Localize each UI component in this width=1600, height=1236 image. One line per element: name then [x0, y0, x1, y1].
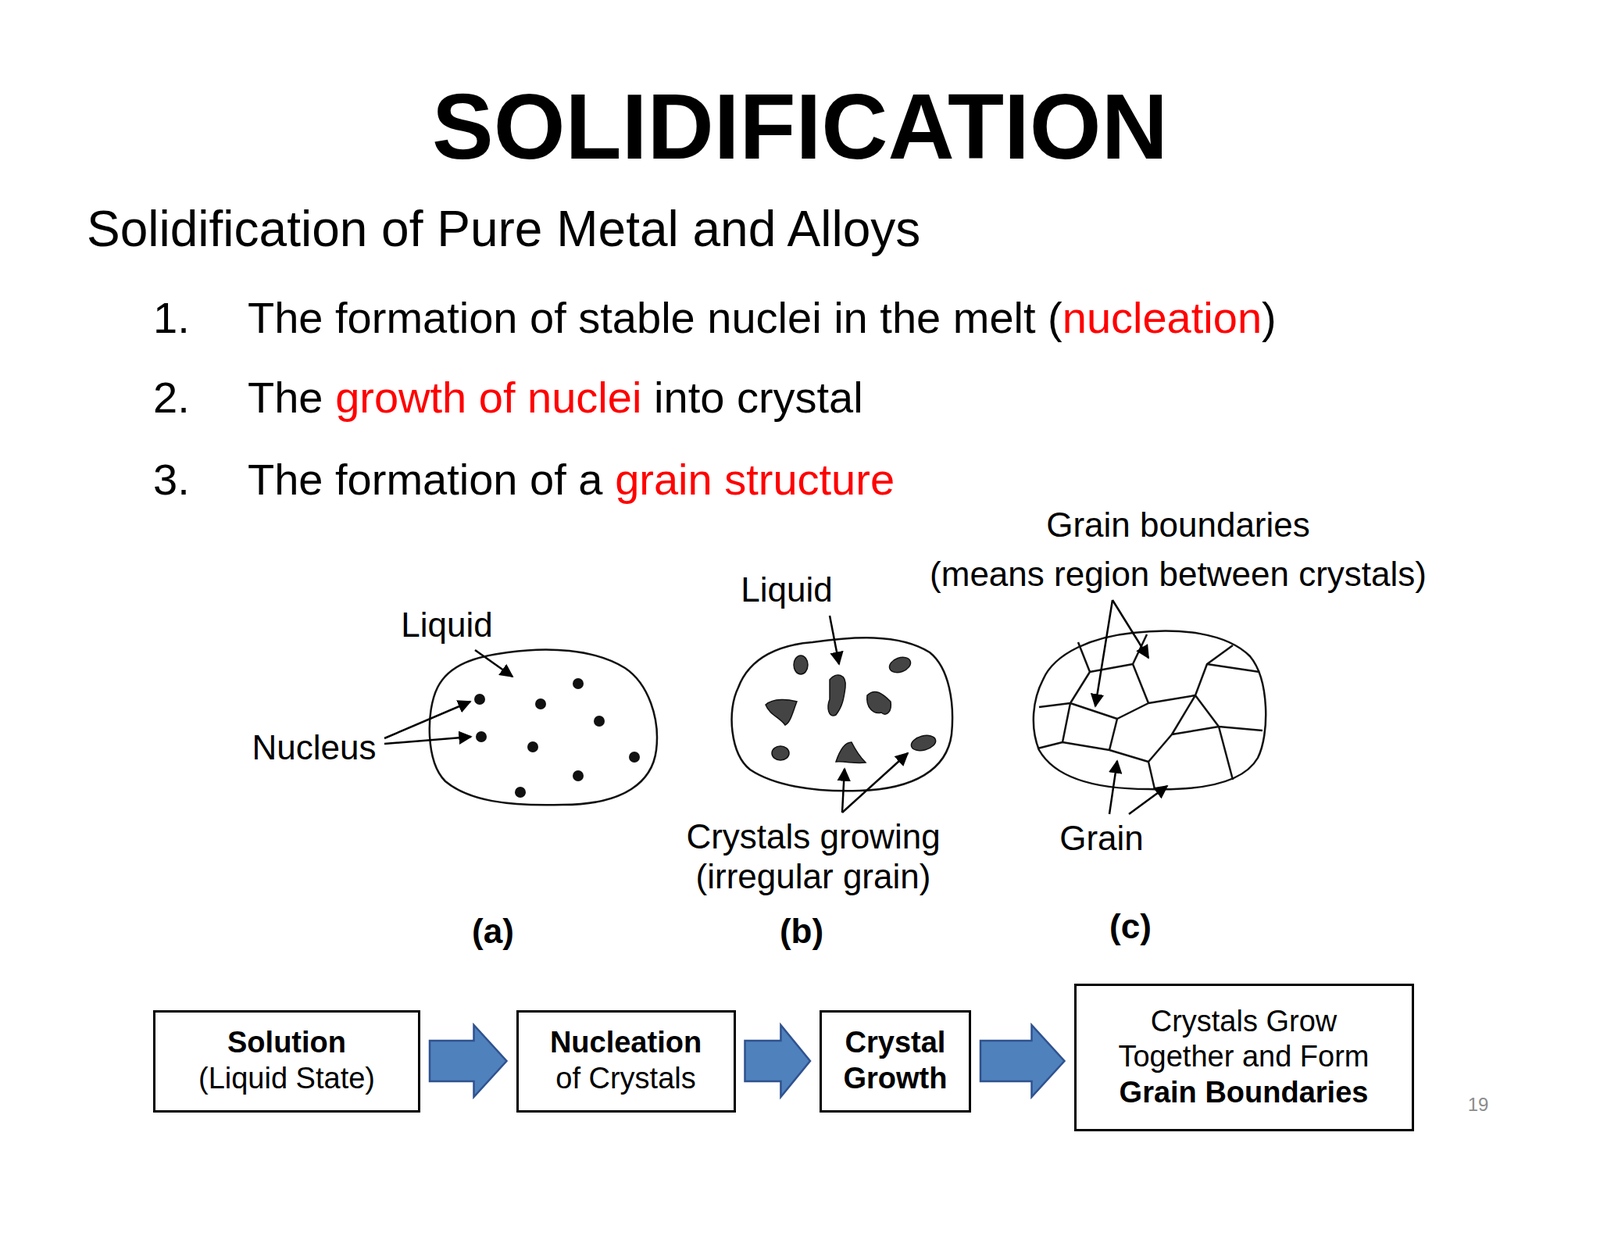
nucleus-dot [527, 741, 539, 753]
crystal-shape [828, 675, 846, 716]
list-number: 2. [153, 372, 190, 422]
leader-lines-b [829, 615, 908, 813]
crystal-shape [765, 699, 797, 725]
part-label: Nucleus [252, 728, 377, 767]
melt-b [732, 637, 953, 791]
list-number: 1. [153, 292, 190, 343]
leader-line [384, 736, 472, 744]
leader-line [1109, 760, 1118, 815]
list-line: The formation of agrain structure [247, 453, 895, 505]
leader-line [475, 650, 513, 677]
box-text: of Crystals [555, 1060, 696, 1097]
growing-crystals [765, 654, 938, 764]
list-text: The formation of stable nuclei in the me… [247, 292, 1063, 343]
list-text: into crystal [653, 372, 864, 422]
subtitle-wrap: Solidification of Pure Metal and Alloys [86, 200, 921, 259]
list-text: The formation of a [247, 454, 603, 504]
nucleus-dot [628, 751, 640, 763]
key-term: grain structure [614, 454, 895, 504]
block-arrow [745, 1025, 811, 1097]
leader-line [842, 768, 845, 813]
crystal-shape [867, 691, 892, 715]
crystal-shape [771, 746, 790, 761]
part-label: Liquid [400, 605, 493, 644]
melt-outline [732, 637, 953, 791]
panel-letter-wrap: (b) [779, 911, 824, 952]
part-label: (means region between crystals) [929, 554, 1427, 593]
list-text: ) [1261, 292, 1277, 343]
list-number-wrap: 2. [153, 372, 190, 423]
part-label: Crystals growing (irregular grain) [649, 817, 978, 897]
box-text: (Liquid State) [198, 1060, 375, 1097]
leader-line [384, 701, 471, 739]
crystal-shape [887, 654, 913, 675]
part-label: Grain boundaries [1046, 505, 1311, 544]
leader-line [1095, 600, 1113, 707]
part-label-wrap: Crystals growing (irregular grain) [649, 817, 978, 897]
key-term: nucleation [1062, 292, 1262, 343]
crystal-shape [835, 742, 866, 764]
box-heading: Grain Boundaries [1119, 1075, 1369, 1111]
leader-lines-c [1095, 600, 1168, 815]
list-line: Thegrowth of nucleiinto crystal [247, 371, 864, 423]
part-label-wrap: Grain [1059, 818, 1144, 859]
leader-lines-a [384, 650, 513, 744]
list-line: The formation of stable nuclei in the me… [247, 292, 1277, 343]
nucleus-dot [572, 678, 584, 690]
melt-a [429, 650, 658, 806]
nucleus-dot [593, 715, 605, 727]
grain-boundary [1037, 634, 1263, 790]
leader-line [842, 753, 908, 813]
box-text: Crystals Grow Together and Form [1103, 1003, 1385, 1075]
panel-letter: (c) [1109, 907, 1152, 946]
nucleus-dot [474, 693, 486, 705]
leader-line [829, 615, 840, 665]
part-label-wrap: Nucleus [252, 728, 377, 768]
page-number-wrap: 19 [1467, 1093, 1490, 1116]
nucleus-dot [535, 698, 547, 710]
part-label-wrap: Liquid [740, 570, 833, 611]
block-arrow [429, 1025, 508, 1097]
title-block: SOLIDIFICATION [432, 74, 1168, 181]
part-label: Liquid [740, 570, 833, 609]
nucleus-dot [475, 731, 487, 743]
panel-letter: (a) [471, 911, 515, 950]
box-heading: Crystal Growth [831, 1025, 960, 1097]
list-number: 3. [153, 454, 190, 504]
process-box: Solution(Liquid State) [153, 1010, 421, 1113]
nuclei [474, 678, 640, 798]
key-term: growth of nuclei [335, 372, 642, 422]
grain-structure [1033, 631, 1266, 790]
slide-title: SOLIDIFICATION [432, 75, 1168, 179]
nucleus-dot [514, 786, 526, 798]
leader-line [1112, 600, 1149, 658]
solid-outline [1033, 631, 1266, 790]
block-arrow [980, 1025, 1065, 1097]
panel-letter-wrap: (c) [1109, 907, 1152, 947]
crystal-shape [909, 732, 938, 754]
part-label-wrap: Liquid [400, 605, 493, 646]
part-label-wrap: Grain boundaries [1046, 505, 1311, 546]
melt-outline [429, 650, 658, 806]
page-number: 19 [1467, 1093, 1490, 1115]
box-heading: Nucleation [550, 1025, 702, 1061]
subtitle: Solidification of Pure Metal and Alloys [86, 200, 921, 258]
panel-letter: (b) [779, 911, 824, 950]
list-number-wrap: 1. [153, 292, 190, 343]
process-box: Crystals Grow Together and FormGrain Bou… [1074, 983, 1415, 1132]
box-heading: Solution [227, 1025, 347, 1061]
nucleus-dot [572, 770, 584, 782]
process-box: Nucleationof Crystals [516, 1010, 736, 1113]
part-label-wrap: (means region between crystals) [929, 554, 1427, 595]
part-label: Grain [1059, 818, 1144, 858]
crystal-shape [793, 655, 808, 675]
leader-line [1128, 785, 1168, 815]
process-box: Crystal Growth [819, 1010, 972, 1113]
list-text: The [247, 372, 324, 422]
list-number-wrap: 3. [153, 454, 190, 505]
panel-letter-wrap: (a) [471, 911, 515, 952]
